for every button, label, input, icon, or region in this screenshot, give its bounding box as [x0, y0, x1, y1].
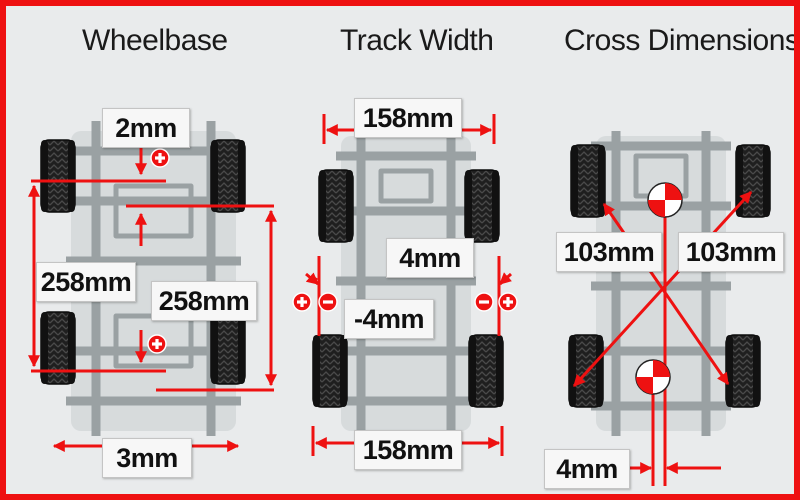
tire-front-right — [735, 144, 771, 218]
tire-rear-left — [40, 311, 76, 385]
tire-front-left — [318, 169, 354, 243]
wheelbase-plus-icon-rear — [147, 334, 167, 354]
track-front-width-label: 158mm — [354, 98, 462, 138]
track-minus-icon-left — [318, 292, 338, 312]
wheelbase-left-length-label: 258mm — [36, 262, 136, 302]
track-plus-icon-left — [292, 292, 312, 312]
tire-front-left — [570, 144, 606, 218]
cross-center-icon-rear — [635, 359, 671, 395]
track-rear-diff-label: -4mm — [344, 299, 434, 339]
cross-measure-lines — [572, 190, 753, 486]
wheelbase-top-diff-label: 2mm — [102, 108, 190, 148]
tire-front-right — [464, 169, 500, 243]
track-width-title: Track Width — [340, 24, 494, 57]
wheelbase-measure-lines — [28, 146, 277, 452]
cross-right-diagonal-label: 103mm — [678, 232, 784, 272]
cross-dimensions-title: Cross Dimensions — [564, 24, 800, 57]
cross-center-icon-front — [647, 182, 683, 218]
wheelbase-bottom-offset-label: 3mm — [102, 438, 192, 478]
wheelbase-title: Wheelbase — [82, 24, 228, 57]
cross-center-offset-label: 4mm — [544, 449, 630, 489]
wheelbase-right-length-label: 258mm — [151, 281, 257, 321]
tire-rear-right — [210, 311, 246, 385]
track-chassis — [336, 131, 476, 436]
track-minus-icon-right — [474, 292, 494, 312]
track-rear-width-label: 158mm — [354, 430, 462, 470]
track-front-diff-label: 4mm — [386, 238, 474, 278]
diagram-graphics — [28, 114, 771, 486]
tire-rear-right — [725, 334, 761, 408]
track-measure-lines — [305, 114, 513, 456]
tire-rear-right — [468, 334, 504, 408]
tire-front-left — [40, 139, 76, 213]
tire-rear-left — [312, 334, 348, 408]
tire-front-right — [210, 139, 246, 213]
track-plus-icon-right — [498, 292, 518, 312]
cross-left-diagonal-label: 103mm — [556, 232, 662, 272]
wheelbase-plus-icon-front — [150, 148, 170, 168]
